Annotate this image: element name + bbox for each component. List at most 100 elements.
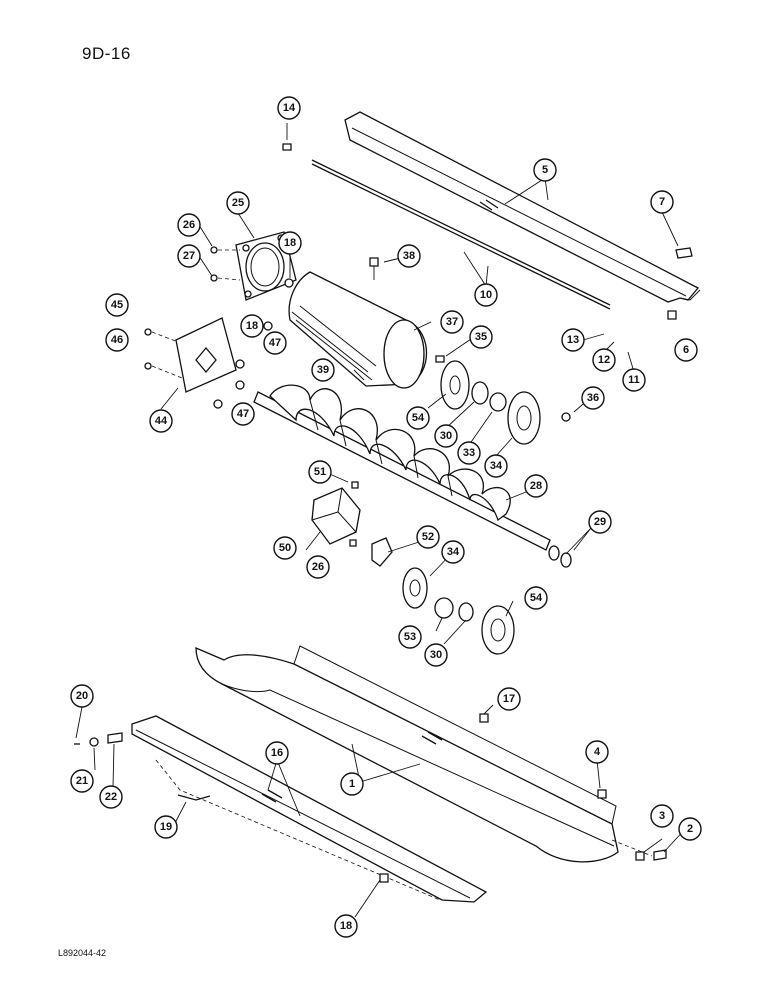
callout-28: 28 [524,474,548,498]
callout-34b: 34 [441,540,465,564]
callout-36: 36 [581,386,605,410]
svg-text:1: 1 [349,778,355,790]
callout-44: 44 [149,409,173,433]
callout-46: 46 [105,328,129,352]
svg-text:28: 28 [530,480,542,492]
callout-45: 45 [105,293,129,317]
svg-text:38: 38 [403,250,415,262]
svg-text:12: 12 [598,354,610,366]
callout-20: 20 [70,684,94,708]
svg-text:35: 35 [475,331,487,343]
svg-text:30: 30 [430,649,442,661]
auger-trough [195,645,619,863]
svg-text:44: 44 [155,415,168,427]
svg-text:50: 50 [279,542,291,554]
svg-text:25: 25 [232,197,244,209]
svg-text:7: 7 [659,196,665,208]
callout-21: 21 [70,769,94,793]
bolt-14 [282,123,292,151]
callout-30: 30 [434,424,458,448]
callout-33: 33 [457,441,481,465]
callout-34: 34 [484,454,508,478]
callout-30b: 30 [424,643,448,667]
svg-text:53: 53 [404,631,416,643]
callout-12: 12 [592,348,616,372]
svg-text:10: 10 [480,289,492,301]
svg-text:46: 46 [111,334,123,346]
svg-text:33: 33 [463,447,475,459]
callout-5: 5 [533,158,557,182]
svg-text:19: 19 [160,821,172,833]
callout-52: 52 [416,525,440,549]
callout-14: 14 [277,96,301,120]
svg-text:26: 26 [183,219,195,231]
top-cover [344,111,701,303]
svg-text:27: 27 [183,250,195,262]
small-parts [74,732,667,861]
page-number: 9D-16 [82,44,131,63]
nuts [235,278,294,390]
callout-26b: 26 [306,555,330,579]
callout-47b: 47 [231,402,255,426]
svg-text:54: 54 [412,412,425,424]
svg-text:30: 30 [440,430,452,442]
callout-10: 10 [474,283,498,307]
callout-53: 53 [398,625,422,649]
svg-text:21: 21 [76,775,88,787]
svg-text:11: 11 [628,374,640,386]
callout-37: 37 [440,310,464,334]
svg-text:36: 36 [587,392,599,404]
callout-4: 4 [585,740,609,764]
flange-plates [402,355,572,655]
svg-text:47: 47 [269,337,281,349]
leader-lines [75,177,688,918]
callout-18: 18 [278,231,302,255]
callout-22: 22 [99,785,123,809]
svg-text:52: 52 [422,531,434,543]
svg-text:34: 34 [490,460,503,472]
callout-54b: 54 [524,586,548,610]
bracket-parts [311,481,393,567]
callout-51: 51 [308,460,332,484]
svg-text:34: 34 [447,546,460,558]
svg-text:39: 39 [317,364,329,376]
svg-text:51: 51 [314,466,326,478]
svg-text:20: 20 [76,690,88,702]
svg-text:18: 18 [284,237,296,249]
callout-18c: 18 [334,914,358,938]
shield-cylinder [288,257,428,389]
svg-text:22: 22 [105,791,117,803]
callout-3: 3 [650,804,674,828]
bottom-cover [131,715,488,903]
callout-13: 13 [561,328,585,352]
svg-text:47: 47 [237,408,249,420]
callout-25: 25 [226,191,250,215]
callout-18b: 18 [240,314,264,338]
callout-54: 54 [406,406,430,430]
svg-text:37: 37 [446,316,458,328]
callout-7: 7 [650,190,674,214]
callout-38: 38 [397,244,421,268]
rod [311,159,611,310]
callout-19: 19 [154,815,178,839]
callout-50: 50 [273,536,297,560]
callout-27: 27 [177,244,201,268]
svg-text:14: 14 [283,102,296,114]
callout-47: 47 [263,331,287,355]
callout-35: 35 [469,325,493,349]
svg-text:5: 5 [542,164,548,176]
callout-17: 17 [497,687,521,711]
svg-text:26: 26 [312,561,324,573]
callout-2: 2 [678,817,702,841]
callout-11: 11 [622,368,646,392]
callout-26: 26 [177,213,201,237]
callout-39: 39 [311,358,335,382]
svg-text:2: 2 [687,823,693,835]
svg-text:17: 17 [503,693,515,705]
bolt-7 [661,211,693,320]
callout-6: 6 [674,338,698,362]
svg-text:18: 18 [340,920,352,932]
callout-16: 16 [265,741,289,765]
